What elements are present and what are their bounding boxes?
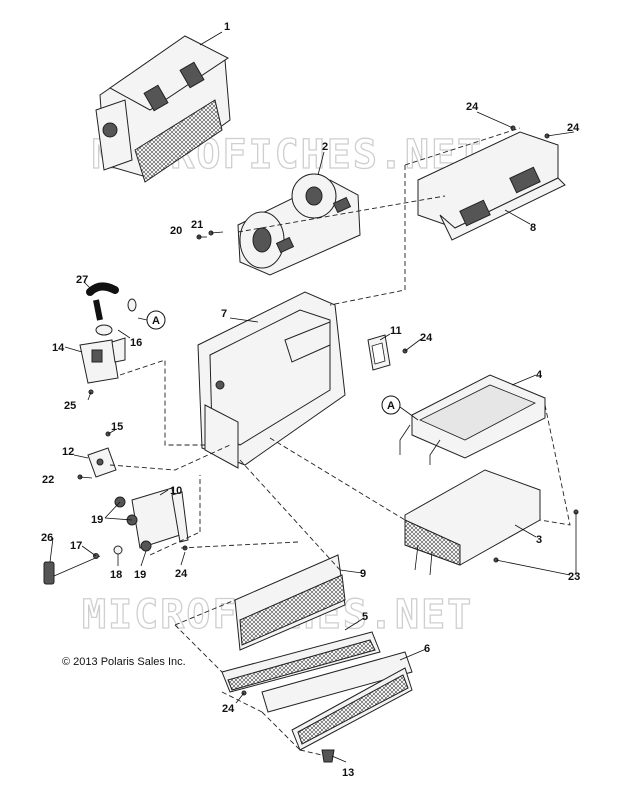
part-18-washer[interactable] bbox=[113, 545, 123, 555]
callout-26: 26 bbox=[41, 532, 53, 544]
callout-5: 5 bbox=[362, 611, 368, 623]
part-11-gasket[interactable] bbox=[367, 334, 391, 371]
part-16-clamp[interactable] bbox=[95, 298, 137, 336]
part-4-heater-core[interactable] bbox=[399, 374, 546, 465]
part-9-filter-frame[interactable] bbox=[234, 554, 346, 651]
part-10-bracket[interactable] bbox=[131, 487, 189, 549]
part-2-blower-assembly[interactable] bbox=[237, 173, 361, 276]
callout-24-gasket: 24 bbox=[420, 332, 433, 344]
callout-7: 7 bbox=[221, 308, 227, 320]
callout-23: 23 bbox=[568, 571, 580, 583]
svg-text:A: A bbox=[387, 400, 395, 412]
callout-16: 16 bbox=[130, 337, 142, 349]
part-3-evaporator[interactable] bbox=[404, 469, 541, 576]
callout-19-bottom: 19 bbox=[134, 569, 146, 581]
callout-18: 18 bbox=[110, 569, 122, 581]
callout-24-bracket: 24 bbox=[175, 568, 188, 580]
callout-20: 20 bbox=[170, 225, 182, 237]
callout-4: 4 bbox=[536, 369, 543, 381]
ref-a-upper-leader bbox=[137, 317, 148, 321]
callout-13: 13 bbox=[342, 767, 354, 779]
part-6-filter-cover[interactable] bbox=[261, 651, 413, 751]
ref-a-lower-leader bbox=[399, 406, 419, 421]
callout-19-left: 19 bbox=[91, 514, 103, 526]
leader-lines bbox=[49, 31, 577, 763]
reference-circle-a-upper: A bbox=[146, 310, 166, 330]
callout-21: 21 bbox=[191, 219, 203, 231]
callout-25: 25 bbox=[64, 400, 76, 412]
callout-11: 11 bbox=[390, 325, 402, 337]
callout-27: 27 bbox=[76, 274, 88, 286]
callout-2: 2 bbox=[322, 141, 328, 153]
callout-15: 15 bbox=[111, 421, 123, 433]
part-1-heater-assembly[interactable] bbox=[95, 35, 231, 183]
part-12-actuator[interactable] bbox=[87, 447, 117, 478]
callout-24-filter: 24 bbox=[222, 703, 235, 715]
part-13-fastener[interactable] bbox=[321, 749, 335, 763]
assembly-dashed-lines bbox=[109, 127, 571, 756]
callout-10: 10 bbox=[170, 485, 182, 497]
part-8-cover[interactable] bbox=[417, 131, 566, 241]
callout-labels: 1 2 3 4 5 6 7 8 9 10 11 12 13 14 15 16 1… bbox=[41, 21, 580, 779]
part-26-cable[interactable] bbox=[43, 555, 101, 585]
callout-6: 6 bbox=[424, 643, 430, 655]
part-14-valve[interactable] bbox=[79, 337, 126, 384]
callout-22: 22 bbox=[42, 474, 54, 486]
part-19-knob-set[interactable] bbox=[114, 496, 152, 552]
callout-14: 14 bbox=[52, 342, 65, 354]
callout-12: 12 bbox=[62, 446, 74, 458]
callout-24-cover-right: 24 bbox=[567, 122, 580, 134]
callout-3: 3 bbox=[536, 534, 542, 546]
part-7-housing[interactable] bbox=[197, 291, 346, 469]
callout-1: 1 bbox=[224, 21, 230, 33]
copyright-notice: © 2013 Polaris Sales Inc. bbox=[62, 656, 186, 668]
callout-17: 17 bbox=[70, 540, 82, 552]
svg-text:A: A bbox=[152, 315, 160, 327]
callout-9: 9 bbox=[360, 568, 366, 580]
part-27-hose[interactable] bbox=[86, 282, 119, 321]
callout-8: 8 bbox=[530, 222, 536, 234]
callout-24-cover-left: 24 bbox=[466, 101, 479, 113]
reference-circle-a-lower: A bbox=[381, 395, 401, 415]
part-5-filter[interactable] bbox=[221, 631, 381, 693]
